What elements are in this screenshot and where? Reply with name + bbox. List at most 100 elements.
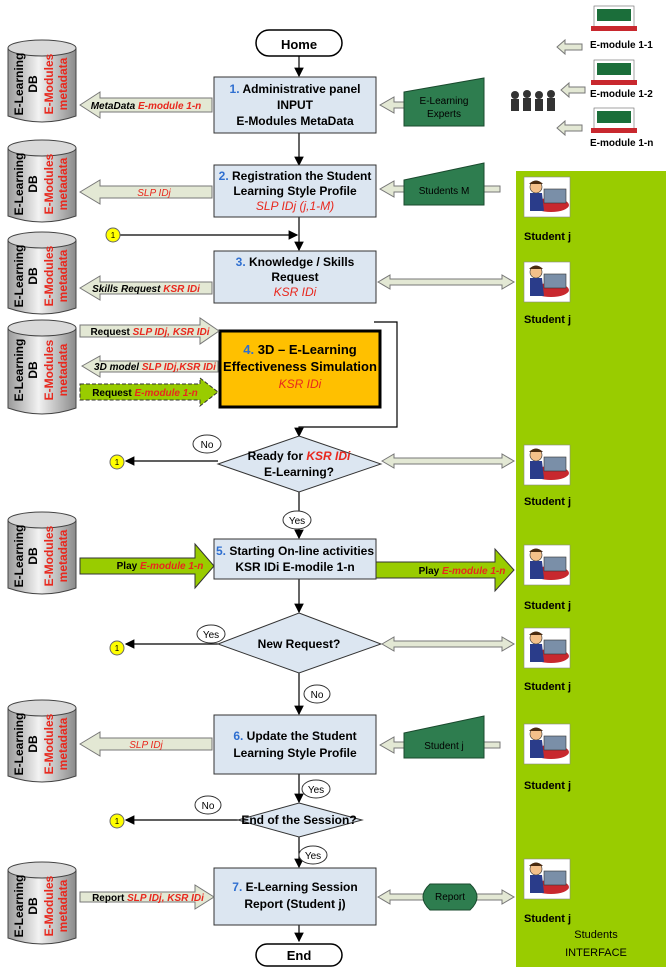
end-label: End: [287, 948, 312, 963]
connector-1-c[interactable]: [109, 640, 125, 656]
arrow-metadata-b: E-module 1-n: [138, 101, 201, 112]
step-3-sub: KSR IDi: [274, 285, 317, 299]
arrow-play-in-b: E-module 1-n: [140, 561, 203, 572]
db-label-line3: E-Modules: [42, 875, 56, 936]
step-2-box[interactable]: 2. Registration the Student Learning Sty…: [213, 164, 377, 218]
db-label-line3: E-Modules: [42, 153, 56, 214]
step-1-line2: INPUT: [277, 98, 314, 112]
cylinder-body: [7, 148, 77, 223]
student-1[interactable]: Student j: [523, 176, 571, 243]
student-7-label: Student j: [524, 913, 571, 925]
arrow-3d-model: 3D model SLP IDj,KSR IDi: [81, 355, 219, 378]
student-6-label: Student j: [524, 780, 571, 792]
cylinder-top: [7, 39, 77, 57]
decision-ready[interactable]: Ready for KSR IDi E-Learning?: [216, 435, 383, 493]
arrow-report-a: Report: [92, 893, 127, 904]
db-label-line1: E-Learning: [12, 525, 26, 588]
db-label-line1: E-Learning: [12, 339, 26, 402]
db-label-line1: E-Learning: [12, 875, 26, 938]
cylinder-top: [7, 511, 77, 529]
arrow-3d-model-a: 3D model: [94, 362, 142, 373]
end-terminator[interactable]: [255, 943, 343, 967]
db-label-line3: E-Modules: [42, 713, 56, 774]
decision-ready-a: Ready for: [248, 449, 307, 463]
student-4[interactable]: Student j: [523, 544, 571, 612]
db-label-line4: metadata: [56, 249, 70, 302]
decision-new-request[interactable]: New Request?: [216, 612, 383, 674]
interface-label-line1: Students: [574, 929, 618, 941]
student-icon: [523, 627, 571, 669]
e-module-1-1-label: E-module 1-1: [590, 40, 653, 51]
report-source-label: Report: [435, 892, 465, 903]
laptop-icon: [590, 59, 638, 86]
yes-badge-4: [298, 845, 328, 865]
report-source[interactable]: Report: [422, 883, 478, 911]
arrow-request-module: Request E-module 1-n: [79, 376, 219, 408]
step-4-box[interactable]: 4. 3D – E-Learning Effectiveness Simulat…: [218, 329, 382, 409]
arrow-skills-b: KSR IDi: [163, 284, 200, 295]
db-label-line2: DB: [26, 361, 40, 379]
no-badge-3: [194, 795, 222, 815]
yes-badge-1: [282, 510, 312, 530]
db-label-line4: metadata: [56, 717, 70, 770]
step-3-box[interactable]: 3. Knowledge / Skills Request KSR IDi: [213, 250, 377, 304]
decision-ready-c: E-Learning?: [264, 465, 334, 479]
arrow-metadata: MetaData E-module 1-n: [79, 91, 213, 119]
step-7-box[interactable]: 7. E-Learning Session Report (Student j): [213, 867, 377, 926]
connector-1-d-label: 1: [115, 817, 120, 826]
student-2-label: Student j: [524, 314, 571, 326]
decision-ready-b: KSR IDi: [306, 449, 351, 463]
arrow-skills: Skills Request KSR IDi: [79, 275, 213, 301]
step-1-box[interactable]: 1. Administrative panel INPUT E-Modules …: [213, 76, 377, 134]
step-5-box[interactable]: 5. Starting On-line activities KSR IDi E…: [213, 538, 377, 580]
step-2-sub: SLP IDj (j,1-M): [256, 199, 334, 213]
arrow-slp-1: SLP IDj: [79, 179, 213, 205]
e-module-1-1: E-module 1-1: [556, 5, 653, 56]
no-badge-1: [192, 434, 222, 454]
experts-source[interactable]: E-Learning Experts: [403, 77, 485, 127]
decision-end-session[interactable]: End of the Session?: [236, 802, 364, 838]
cylinder-body: [7, 870, 77, 945]
step-6-line2: Learning Style Profile: [233, 746, 357, 760]
step-4-sub: KSR IDi: [279, 377, 322, 391]
student-icon: [523, 176, 571, 218]
cylinder-body: [7, 708, 77, 783]
student-7[interactable]: Student j: [523, 858, 571, 925]
yes-badge-4-label: Yes: [305, 851, 321, 862]
svg-text:3. Knowledge / Skills: 3. Knowledge / Skills: [236, 255, 355, 269]
double-arrow-ready: [381, 453, 515, 469]
student-5[interactable]: Student j: [523, 627, 571, 693]
student-j-source[interactable]: Student j: [403, 715, 485, 759]
step-7-num: 7.: [232, 880, 242, 894]
arrow-3d-model-b: SLP IDj,KSR IDi: [142, 362, 216, 373]
student-3-label: Student j: [524, 496, 571, 508]
no-badge-1-label: No: [201, 440, 214, 451]
student-3[interactable]: Student j: [523, 444, 571, 508]
db-label-line1: E-Learning: [12, 53, 26, 116]
step-3-num: 3.: [236, 255, 246, 269]
db-label-line1: E-Learning: [12, 153, 26, 216]
connector-1-a[interactable]: [105, 227, 121, 243]
yes-badge-2: [196, 624, 226, 644]
svg-text:Report SLP IDj, KSR IDi: Report SLP IDj, KSR IDi: [92, 893, 204, 904]
connector-1-b[interactable]: [109, 454, 125, 470]
student-2[interactable]: Student j: [523, 261, 571, 326]
interface-label-line2: INTERFACE: [565, 947, 627, 959]
students: Student j Student j Student j Student j …: [523, 176, 571, 925]
yes-badge-2-label: Yes: [203, 630, 219, 641]
student-5-label: Student j: [524, 681, 571, 693]
connector-1-d[interactable]: [109, 813, 125, 829]
step-6-box[interactable]: 6. Update the Student Learning Style Pro…: [213, 714, 377, 775]
svg-text:Play E-module 1-n: Play E-module 1-n: [117, 561, 204, 572]
student-6[interactable]: Student j: [523, 723, 571, 792]
students-m-source[interactable]: Students M: [403, 162, 485, 206]
double-arrow-step3: [377, 274, 515, 290]
db-label-line4: metadata: [56, 343, 70, 396]
